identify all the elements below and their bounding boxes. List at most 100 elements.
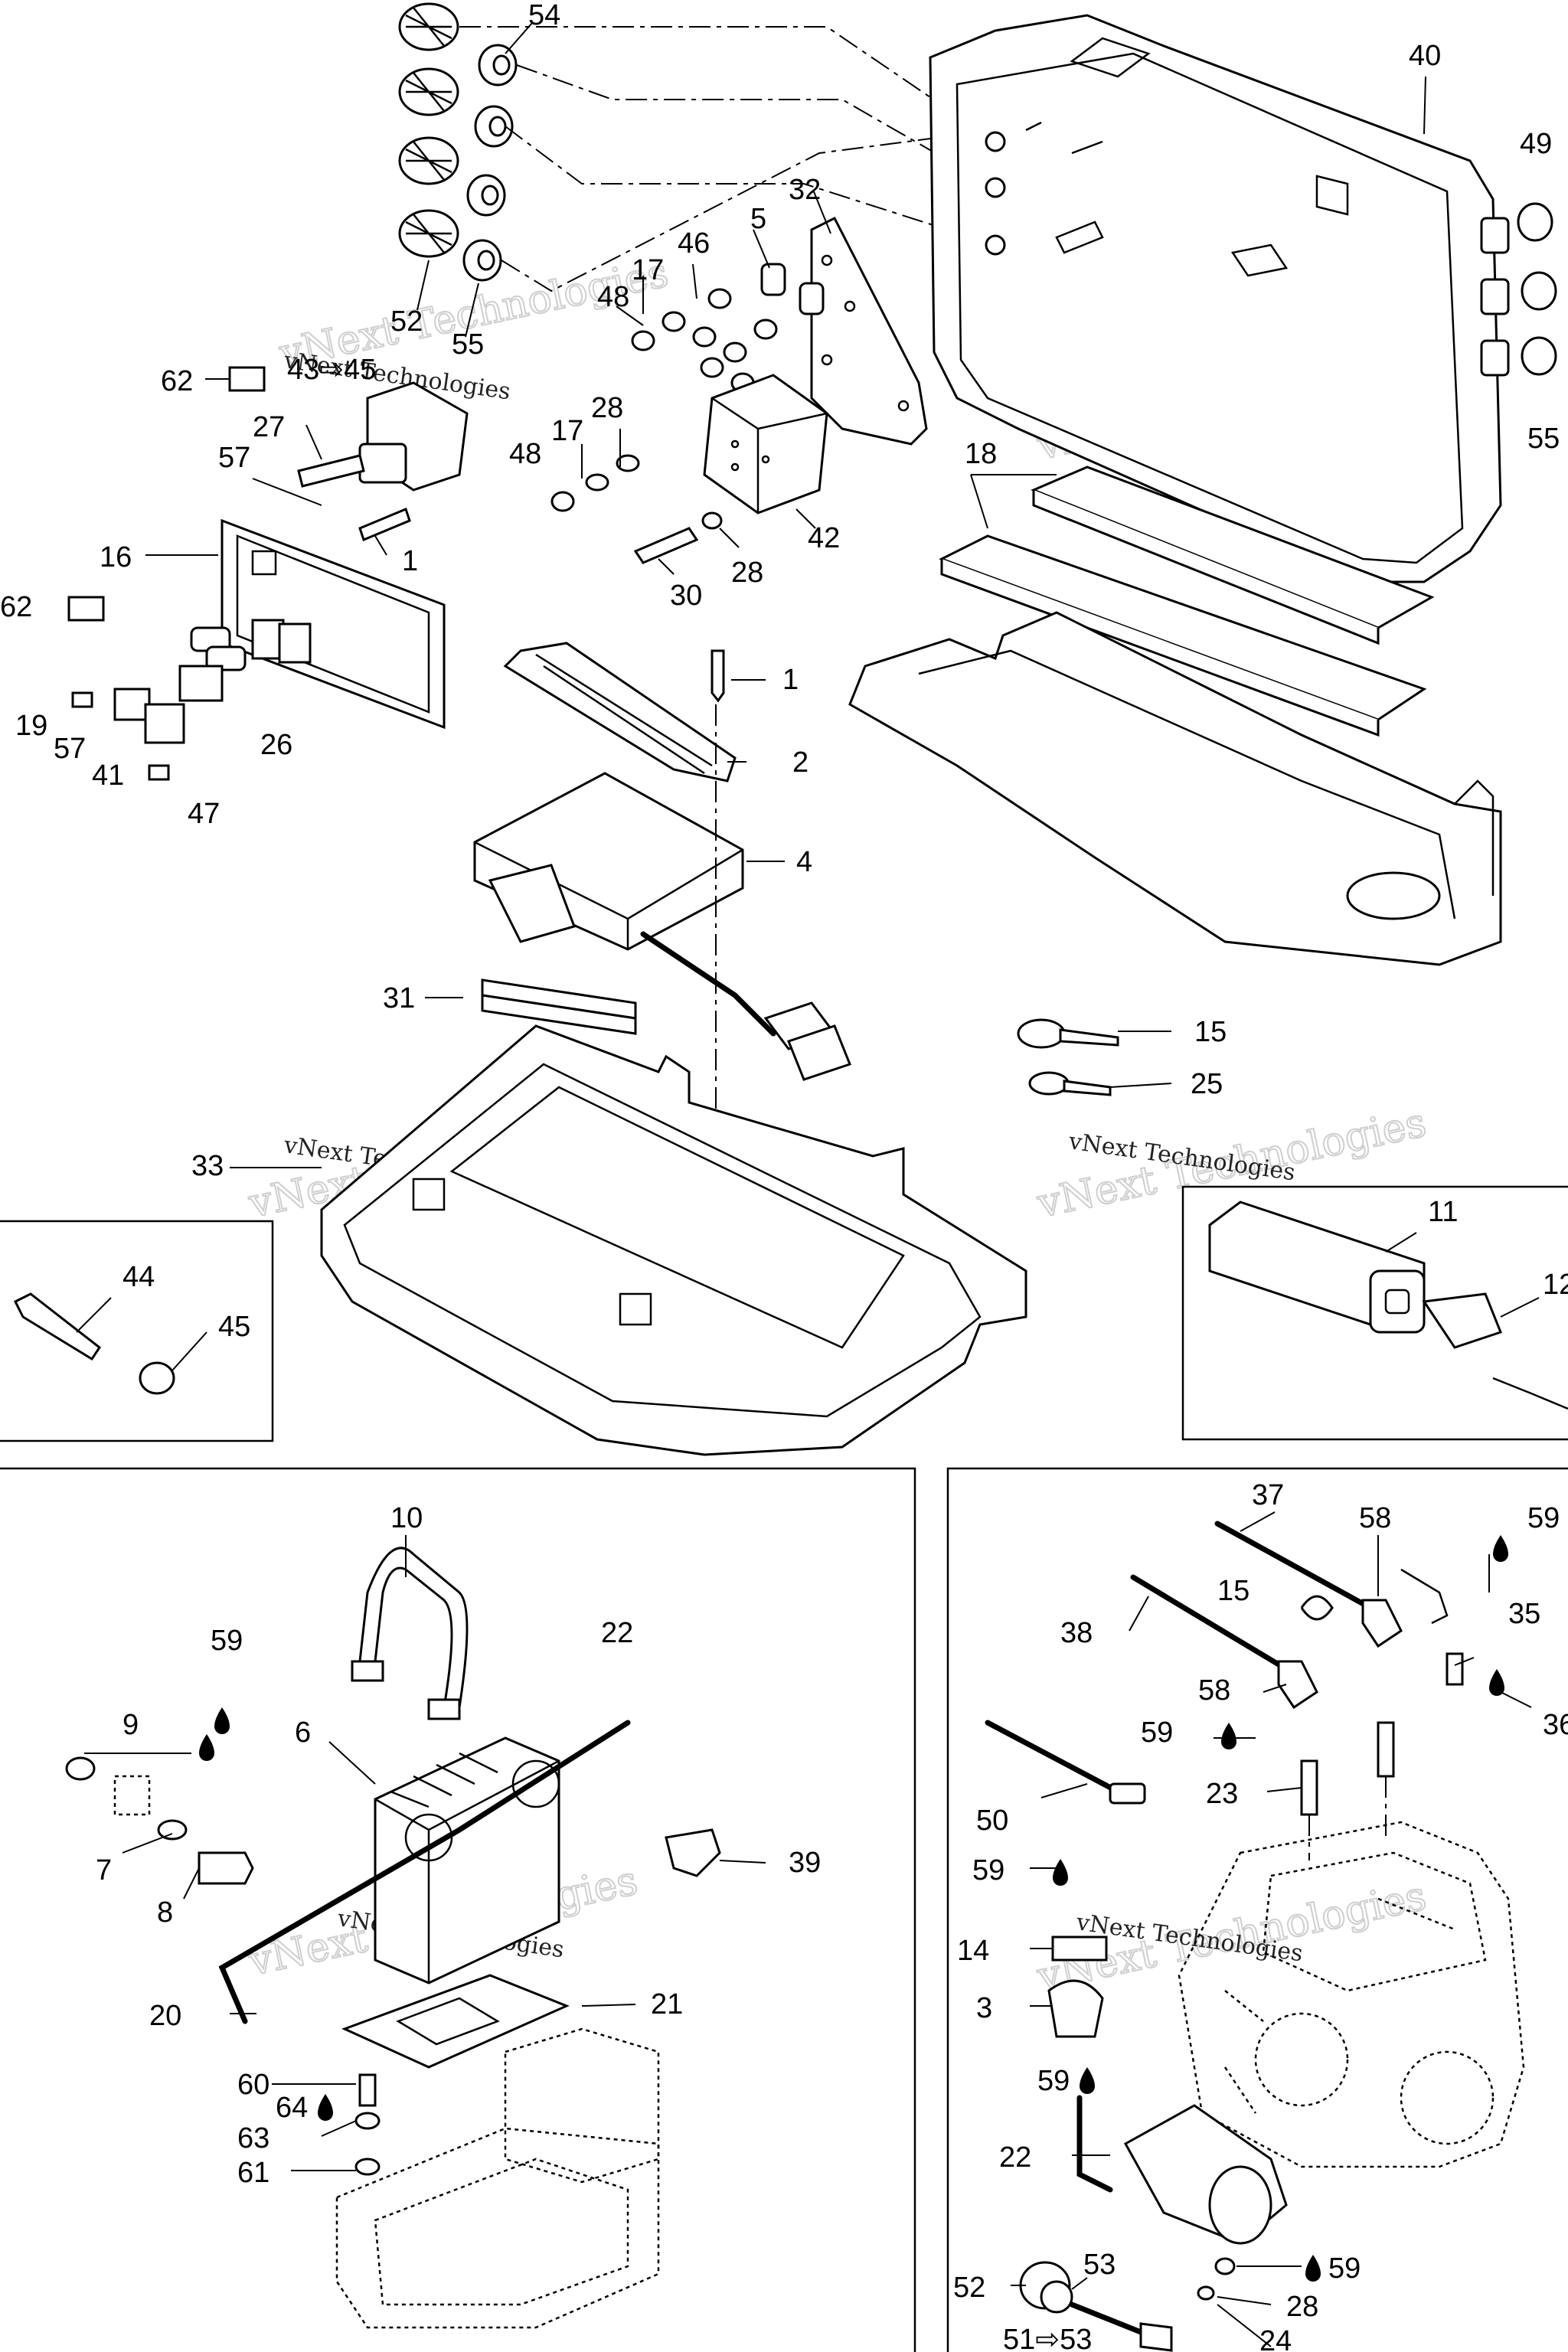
callout: 4 <box>796 846 812 878</box>
callout: 53 <box>1083 2249 1116 2281</box>
callout: 8 <box>157 1896 173 1929</box>
callout: 7 <box>96 1854 112 1886</box>
spacer-5 <box>760 263 786 296</box>
cable-ties <box>1017 1018 1119 1096</box>
callout: 1 <box>782 664 799 696</box>
callout: 3 <box>976 1992 992 2024</box>
grommet-52-2 <box>398 67 459 116</box>
callout: 39 <box>789 1847 821 1879</box>
callout: 27 <box>253 411 285 443</box>
drop-icon <box>199 1734 214 1761</box>
callout: 18 <box>965 438 997 470</box>
callout: 64 <box>276 2092 308 2124</box>
callout: 22 <box>999 2141 1031 2174</box>
callout: 38 <box>1060 1617 1093 1649</box>
label-62a <box>228 366 266 392</box>
callout: 2 <box>792 746 808 779</box>
callout: 59 <box>972 1854 1004 1886</box>
drop-icon <box>1080 2067 1095 2094</box>
fuses-group <box>71 619 312 781</box>
callout: 21 <box>651 1988 683 2020</box>
strap-10 <box>351 1547 469 1720</box>
callout: 48 <box>597 281 629 313</box>
grommet-54-1 <box>478 44 518 87</box>
engine-block <box>1178 1821 1525 2168</box>
callout: 44 <box>122 1261 155 1293</box>
callout: 59 <box>1328 2252 1361 2285</box>
cover-2 <box>503 642 737 782</box>
callout: 17 <box>632 254 664 286</box>
callout: 47 <box>188 798 220 830</box>
callout: 59 <box>1141 1717 1173 1749</box>
callout: 31 <box>383 982 415 1014</box>
lower-right-frame <box>946 1467 1568 2352</box>
callout: 32 <box>789 174 821 206</box>
drop-icon <box>1053 1859 1068 1886</box>
callout: 63 <box>237 2122 270 2154</box>
pad-21 <box>341 1974 570 2069</box>
section-frames <box>0 1185 1568 2352</box>
callout: 22 <box>601 1617 633 1649</box>
callout: 10 <box>390 1502 423 1534</box>
electrical-box-40 <box>929 14 1557 583</box>
callout: 35 <box>1508 1598 1540 1630</box>
callout: 57 <box>218 442 250 474</box>
grommet-55-1 <box>462 239 502 282</box>
callout: 42 <box>808 522 840 554</box>
callout: 41 <box>92 760 124 792</box>
callout: 59 <box>1037 2065 1070 2097</box>
connector-27 <box>297 381 469 542</box>
spark-plugs-23 <box>1300 1721 1395 1860</box>
callout: 58 <box>1359 1502 1391 1534</box>
battery-6 <box>374 1736 560 1984</box>
washer-45 <box>139 1361 175 1395</box>
wire-12 <box>1492 1377 1568 1410</box>
bolt-1 <box>710 649 725 703</box>
callout: 40 <box>1409 40 1441 72</box>
callout: 62 <box>161 365 193 397</box>
callout: 5 <box>750 203 766 235</box>
callout: 50 <box>976 1805 1008 1837</box>
callout: 61 <box>237 2157 270 2189</box>
callout: 59 <box>211 1625 243 1657</box>
callout: 49 <box>1520 128 1552 160</box>
callout: 23 <box>1206 1778 1238 1810</box>
coil-11 <box>1208 1200 1426 1334</box>
callout: 14 <box>957 1935 989 1967</box>
callout: 58 <box>1198 1674 1230 1707</box>
grommets-column <box>398 2 518 282</box>
lubricant-drop-icons <box>199 1535 1508 2282</box>
callout: 52 <box>953 2272 985 2304</box>
inset-frame-right <box>1181 1185 1568 1441</box>
callout: 12 <box>1543 1269 1568 1301</box>
mounting-plate-32 <box>810 216 928 446</box>
callout: 30 <box>670 580 702 612</box>
callout: 46 <box>678 227 710 260</box>
spacer-5b <box>799 282 825 315</box>
drop-icon <box>1221 1723 1236 1749</box>
callout: 57 <box>54 733 86 765</box>
starter-hardware <box>1019 2257 1236 2352</box>
callout: 9 <box>122 1709 139 1741</box>
starter-22b <box>1076 2095 1288 2245</box>
callout: 62 <box>0 591 32 623</box>
callout: 6 <box>295 1717 311 1749</box>
spacers-and-nuts <box>631 263 825 394</box>
callout: 55 <box>452 328 484 361</box>
callout: 24 <box>1259 2325 1292 2352</box>
cable-22-20 <box>218 1720 631 2024</box>
callout: 54 <box>528 0 560 31</box>
callout: 1 <box>402 545 418 577</box>
callout: 15 <box>1194 1016 1227 1048</box>
callout: 55 <box>1527 423 1560 455</box>
battery-hardware <box>65 1756 721 1885</box>
cdi-module-4 <box>473 772 851 1081</box>
leader-lines <box>76 22 1540 2347</box>
hardware-60-61 <box>354 2073 381 2176</box>
callout: 51⇨53 <box>1003 2324 1092 2352</box>
grommet-52-3 <box>398 136 459 185</box>
callout: 28 <box>591 392 623 424</box>
callout: 26 <box>260 729 292 761</box>
